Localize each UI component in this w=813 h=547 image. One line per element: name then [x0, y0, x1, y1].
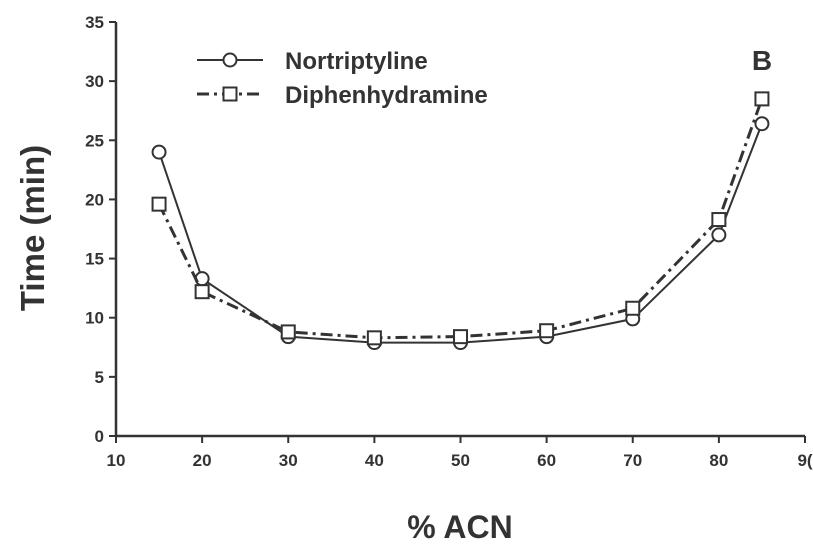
legend-label-nortriptyline: Nortriptyline	[285, 48, 428, 75]
y-tick-label: 35	[85, 13, 104, 32]
data-point-diphenhydramine	[151, 196, 167, 212]
x-tick-label: 50	[451, 451, 470, 470]
series-diphenhydramine	[151, 91, 770, 346]
data-point-nortriptyline	[711, 227, 727, 243]
data-point-nortriptyline	[194, 271, 210, 287]
data-point-diphenhydramine	[194, 284, 210, 300]
legend-marker-diphenhydramine	[222, 86, 238, 102]
data-point-diphenhydramine	[366, 330, 382, 346]
x-tick-label: 40	[365, 451, 384, 470]
y-axis-ticks: 0 5 10 15 20 25 30 35	[85, 13, 116, 446]
legend-label-diphenhydramine: Diphenhydramine	[285, 82, 488, 109]
y-tick-label: 5	[95, 368, 104, 387]
x-tick-label: 80	[709, 451, 728, 470]
data-point-diphenhydramine	[754, 91, 770, 107]
legend-marker-nortriptyline	[222, 52, 238, 68]
series-line-diphenhydramine	[157, 98, 764, 340]
x-tick-label: 9(	[797, 451, 812, 470]
y-tick-label: 10	[85, 309, 104, 328]
data-point-diphenhydramine	[280, 324, 296, 340]
x-tick-label: 10	[107, 451, 126, 470]
x-tick-label: 70	[623, 451, 642, 470]
series-layer	[151, 91, 770, 351]
data-point-nortriptyline	[754, 116, 770, 132]
data-point-diphenhydramine	[539, 323, 555, 339]
data-point-nortriptyline	[151, 144, 167, 160]
y-tick-label: 15	[85, 250, 104, 269]
series-nortriptyline	[151, 116, 770, 351]
series-line-nortriptyline	[158, 123, 763, 344]
x-axis-ticks: 10 20 30 40 50 60 70 80 9(	[107, 436, 813, 470]
data-point-diphenhydramine	[711, 212, 727, 228]
x-axis-title: % ACN	[407, 509, 512, 545]
x-tick-label: 60	[537, 451, 556, 470]
x-tick-label: 20	[193, 451, 212, 470]
y-axis-title: Time (min)	[14, 145, 51, 311]
x-tick-label: 30	[279, 451, 298, 470]
data-point-diphenhydramine	[453, 329, 468, 345]
y-tick-label: 30	[85, 72, 104, 91]
data-point-diphenhydramine	[625, 300, 641, 316]
y-tick-label: 0	[95, 427, 104, 446]
y-tick-label: 25	[85, 131, 104, 150]
y-tick-label: 20	[85, 190, 104, 209]
panel-label: B	[752, 45, 772, 76]
